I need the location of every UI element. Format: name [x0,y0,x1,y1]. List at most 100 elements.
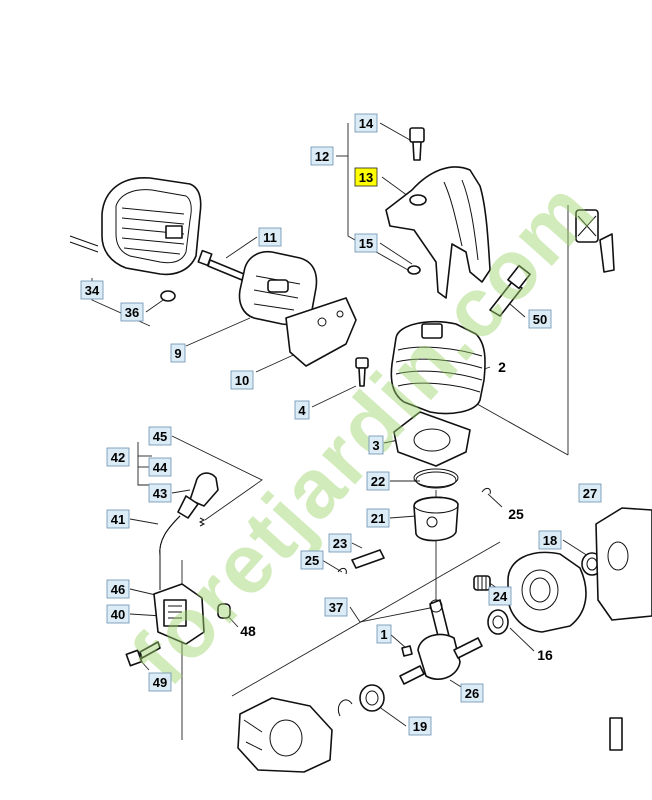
label-box [354,113,378,133]
label-number: 1 [380,627,387,642]
label-box [106,447,130,467]
air-filter-cover [69,177,202,276]
label-number: 26 [465,686,479,701]
label-box [324,597,348,617]
label-box [148,483,172,503]
label-box [148,457,172,477]
part-label-26: 26 [460,683,484,703]
label-box [366,471,390,491]
part-label-37: 37 [324,597,348,617]
label-number: 18 [543,533,557,548]
label-number: 43 [153,486,167,501]
label-box [170,343,186,363]
part-label-18: 18 [538,530,562,550]
part-label-21: 21 [366,508,390,528]
label-box [528,309,552,329]
washer-small [407,265,421,275]
label-number: 15 [359,236,373,251]
label-box [376,624,392,644]
bolt [197,249,245,281]
part-label-25: 25 [508,506,524,522]
label-number: 16 [537,647,553,663]
label-box [538,530,562,550]
spark-plug-cap [177,472,219,519]
part-label-34: 34 [80,280,104,300]
crankshaft [399,599,483,685]
part-label-23: 23 [328,533,352,553]
part-label-1: 1 [376,624,392,644]
part-label-45: 45 [148,426,172,446]
side-part-fragment [575,209,623,751]
screw [409,127,425,161]
part-label-41: 41 [106,509,130,529]
needle-bearing [473,575,491,591]
label-box [366,508,390,528]
part-label-14: 14 [354,113,378,133]
label-box [258,227,282,247]
label-number: 23 [333,536,347,551]
woodruff-key [401,645,413,657]
label-box [230,370,254,390]
part-label-2: 2 [498,359,506,375]
label-number: 21 [371,511,385,526]
part-label-4: 4 [294,400,310,420]
label-number: 41 [111,512,125,527]
label-number: 9 [174,346,181,361]
seal-clip [338,699,353,717]
part-label-9: 9 [170,343,186,363]
part-label-11: 11 [258,227,282,247]
gasket-plate [285,297,357,367]
coil-bolt [125,641,161,667]
label-number: 4 [298,403,306,418]
label-number: 50 [533,312,547,327]
part-label-13: 13 [354,167,378,187]
label-box [148,672,172,692]
label-number: 27 [583,486,597,501]
part-label-25: 25 [300,550,324,570]
label-box [294,400,310,420]
label-box [328,533,352,553]
label-box [460,683,484,703]
circlip [481,487,491,495]
part-label-43: 43 [148,483,172,503]
cylinder-cover [385,166,491,299]
part-label-50: 50 [528,309,552,329]
label-number: 48 [240,623,256,639]
label-number: 10 [235,373,249,388]
crankcase-half [507,551,587,633]
part-label-12: 12 [310,146,334,166]
piston [413,496,459,542]
label-number: 2 [498,359,506,375]
part-label-15: 15 [354,233,378,253]
label-number: 44 [153,460,168,475]
label-number: 37 [329,600,343,615]
part-label-10: 10 [230,370,254,390]
piston-ring [413,468,459,489]
piston-pin [351,549,385,569]
label-number: 49 [153,675,167,690]
label-number: 34 [85,283,100,298]
part-label-3: 3 [368,435,384,455]
cylinder-bolt [355,357,369,387]
part-label-46: 46 [106,579,130,599]
bearing-16 [487,609,509,635]
label-number: 14 [359,116,374,131]
part-label-44: 44 [148,457,172,477]
label-box [106,509,130,529]
part-label-49: 49 [148,672,172,692]
spark-plug [489,264,531,317]
label-box [488,586,512,606]
part-label-36: 36 [120,302,144,322]
part-label-19: 19 [408,716,432,736]
label-number: 13 [359,170,373,185]
label-number: 40 [111,607,125,622]
label-box [310,146,334,166]
label-box [578,483,602,503]
part-label-16: 16 [537,647,553,663]
label-box [354,167,378,187]
label-number: 22 [371,474,385,489]
label-number: 25 [508,506,524,522]
spacer [217,603,231,619]
